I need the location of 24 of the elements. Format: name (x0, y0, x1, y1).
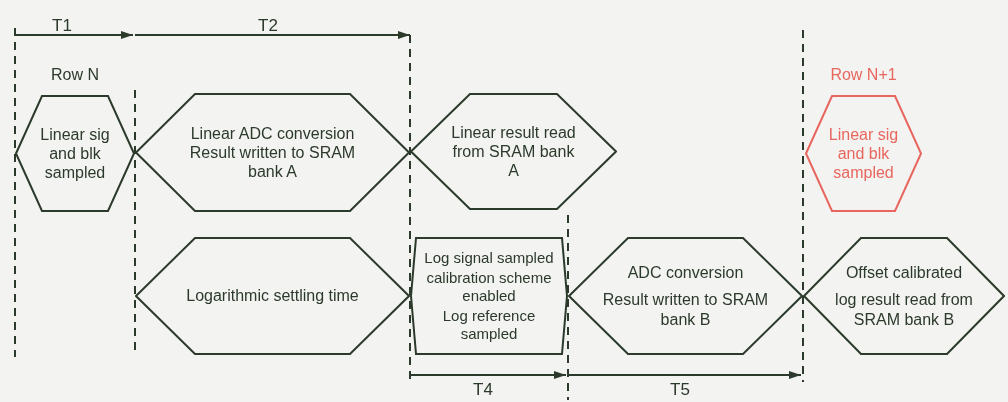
step-text: Linear sig and blk sampled (827, 124, 900, 183)
time-interval-label: T5 (670, 381, 690, 398)
step-text: log result read from SRAM bank B (834, 290, 974, 329)
hexagon-box (568, 237, 803, 355)
step-text: Linear ADC conversion Result written to SRAM bank A (188, 123, 357, 182)
step-text: Logarithmic settling time (186, 286, 359, 306)
step-text: Log signal sampled (424, 249, 554, 267)
step-text: Log reference sampled (441, 307, 537, 343)
step-text: Linear sig and blk sampled (39, 124, 111, 183)
step-text: Linear result read from SRAM bank A (450, 122, 577, 181)
step-text: ADC conversion (627, 263, 744, 283)
step-text: calibration scheme enabled (425, 269, 553, 305)
hexagon-box (135, 237, 410, 355)
time-interval-label: T2 (258, 17, 278, 34)
step-text: Offset calibrated (845, 263, 963, 283)
row-label: Row N (51, 65, 99, 85)
time-interval-label: T1 (52, 17, 72, 34)
row-label: Row N+1 (830, 65, 897, 85)
time-interval-label: T4 (473, 381, 493, 398)
hexagon-box (135, 93, 410, 212)
hexagon-box (410, 93, 617, 210)
step-text: Result written to SRAM bank B (601, 290, 770, 329)
hexagon-box (410, 237, 568, 355)
hexagon-box (803, 237, 1005, 355)
